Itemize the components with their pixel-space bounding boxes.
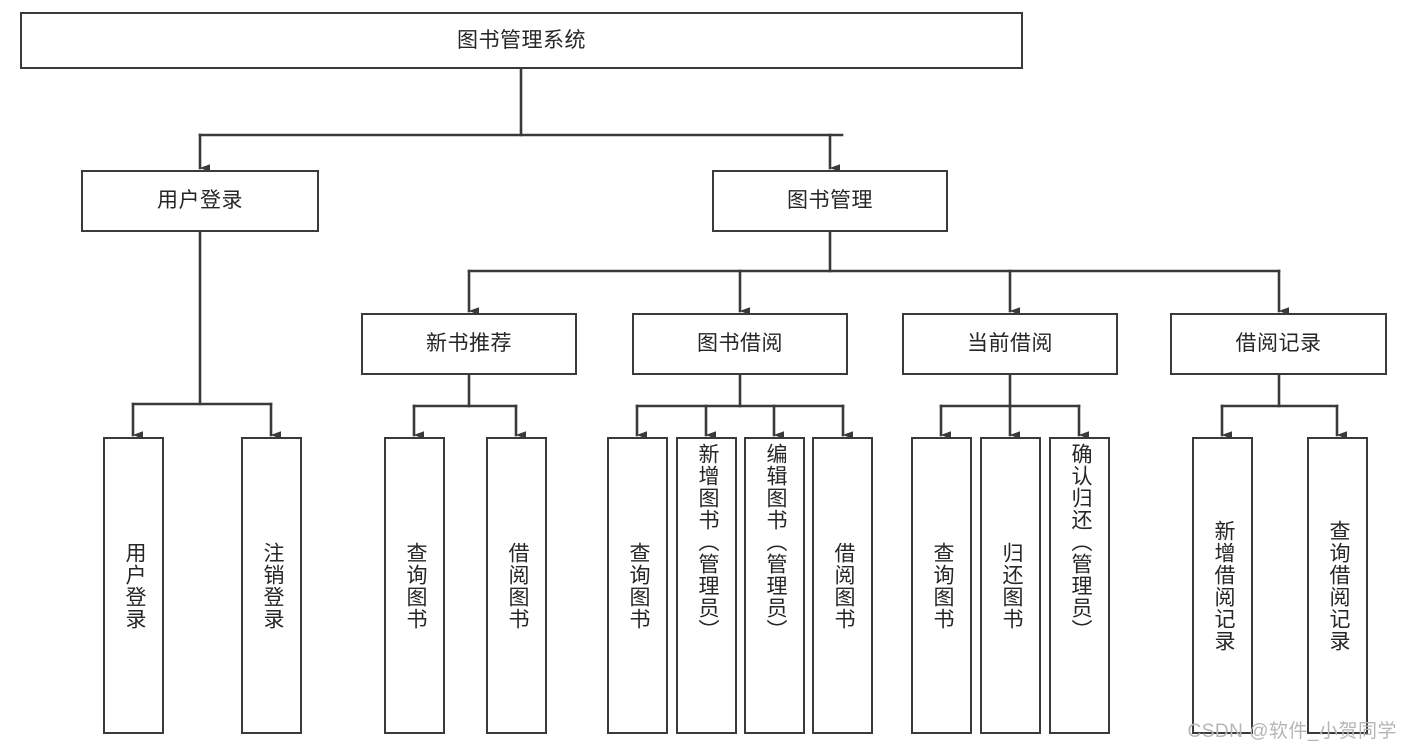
node-book-manage-label: 图书管理 bbox=[787, 189, 873, 213]
node-leaf-return-book[interactable]: 归还图书 bbox=[980, 437, 1041, 734]
node-leaf-query-book-2-label: 查询图书 bbox=[626, 541, 650, 630]
node-leaf-add-record-label: 新增借阅记录 bbox=[1211, 519, 1235, 652]
node-root-label: 图书管理系统 bbox=[457, 28, 586, 52]
node-leaf-query-book-1[interactable]: 查询图书 bbox=[384, 437, 445, 734]
node-leaf-edit-book[interactable]: 编辑图书（管理员） bbox=[744, 437, 805, 734]
node-book-manage[interactable]: 图书管理 bbox=[712, 170, 948, 232]
node-borrow-record-label: 借阅记录 bbox=[1235, 332, 1322, 356]
node-book-borrow[interactable]: 图书借阅 bbox=[632, 313, 848, 375]
node-leaf-confirm-return[interactable]: 确认归还（管理员） bbox=[1049, 437, 1110, 734]
watermark: CSDN @软件_小贺同学 bbox=[1187, 721, 1397, 742]
node-leaf-query-record-label: 查询借阅记录 bbox=[1326, 519, 1350, 652]
node-user-login-label: 用户登录 bbox=[157, 189, 243, 213]
node-leaf-return-book-label: 归还图书 bbox=[999, 541, 1023, 630]
node-current-borrow-label: 当前借阅 bbox=[967, 332, 1053, 356]
node-leaf-borrow-book-1[interactable]: 借阅图书 bbox=[486, 437, 547, 734]
node-leaf-query-book-1-label: 查询图书 bbox=[403, 541, 427, 630]
node-user-login[interactable]: 用户登录 bbox=[81, 170, 319, 232]
node-leaf-edit-book-label: 编辑图书（管理员） bbox=[763, 443, 787, 641]
node-leaf-logout-login[interactable]: 注销登录 bbox=[241, 437, 302, 734]
node-leaf-user-login[interactable]: 用户登录 bbox=[103, 437, 164, 734]
node-book-borrow-label: 图书借阅 bbox=[697, 332, 783, 356]
node-leaf-query-book-3[interactable]: 查询图书 bbox=[911, 437, 972, 734]
node-borrow-record[interactable]: 借阅记录 bbox=[1170, 313, 1387, 375]
node-leaf-query-book-2[interactable]: 查询图书 bbox=[607, 437, 668, 734]
node-leaf-query-record[interactable]: 查询借阅记录 bbox=[1307, 437, 1368, 734]
node-leaf-confirm-return-label: 确认归还（管理员） bbox=[1068, 443, 1092, 641]
node-leaf-borrow-book-2[interactable]: 借阅图书 bbox=[812, 437, 873, 734]
node-current-borrow[interactable]: 当前借阅 bbox=[902, 313, 1118, 375]
node-new-book-recommend[interactable]: 新书推荐 bbox=[361, 313, 577, 375]
node-leaf-borrow-book-1-label: 借阅图书 bbox=[505, 541, 529, 630]
node-leaf-logout-login-label: 注销登录 bbox=[260, 541, 284, 630]
node-leaf-borrow-book-2-label: 借阅图书 bbox=[831, 541, 855, 630]
node-leaf-query-book-3-label: 查询图书 bbox=[930, 541, 954, 630]
node-new-book-recommend-label: 新书推荐 bbox=[426, 332, 512, 356]
node-leaf-user-login-label: 用户登录 bbox=[122, 541, 146, 630]
node-leaf-add-record[interactable]: 新增借阅记录 bbox=[1192, 437, 1253, 734]
node-root[interactable]: 图书管理系统 bbox=[20, 12, 1023, 69]
node-leaf-add-book-label: 新增图书（管理员） bbox=[695, 443, 719, 641]
node-leaf-add-book[interactable]: 新增图书（管理员） bbox=[676, 437, 737, 734]
